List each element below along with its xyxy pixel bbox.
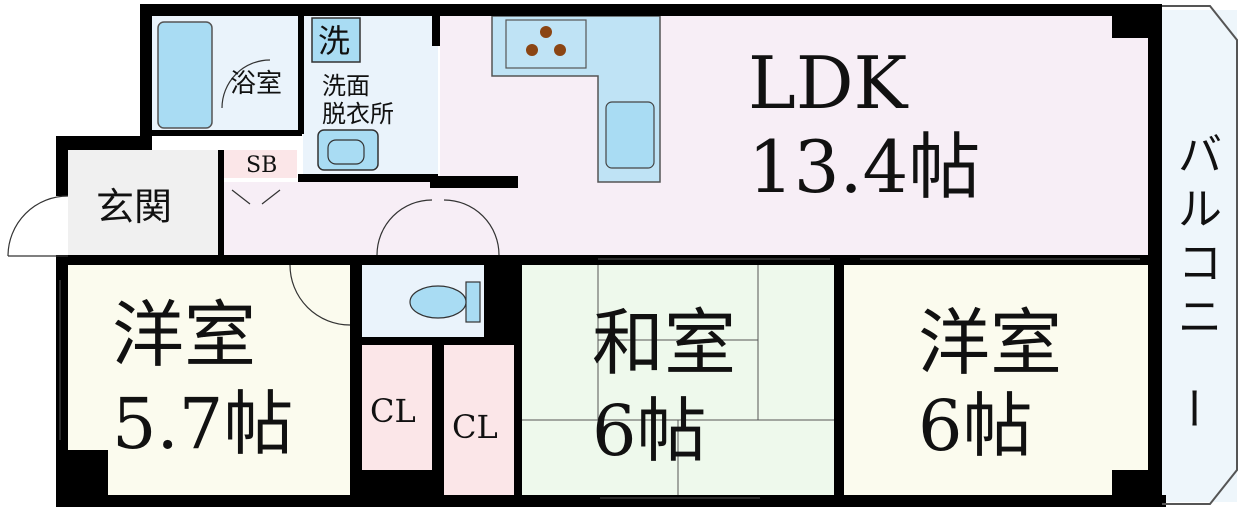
svg-text:バルコニー: バルコニー: [1167, 130, 1222, 430]
ldk-label: LDK: [748, 41, 909, 125]
entrance-label: 玄関: [96, 185, 172, 229]
closet-left-label: CL: [370, 392, 416, 430]
japanese-size: 6帖: [592, 390, 707, 472]
balcony-label-char: ニ: [1178, 292, 1222, 343]
closet-right-label: CL: [452, 408, 498, 446]
tatami-lines: [522, 265, 834, 495]
toilet-tank: [465, 281, 481, 323]
corridor-area: [222, 182, 442, 257]
balcony-label-char: ル: [1178, 184, 1222, 235]
western-left-label: 洋室: [112, 293, 256, 377]
balcony-outline: [1162, 5, 1238, 505]
balcony-label-char: バ: [1178, 130, 1222, 181]
western-right-size: 6帖: [918, 385, 1033, 467]
ldk-size: 13.4帖: [748, 125, 980, 209]
walls: [56, 4, 1166, 507]
closet-right-area: [444, 345, 514, 495]
burner-icon: [554, 44, 566, 56]
shoe-box-area: [222, 150, 297, 178]
washer-label: 洗: [318, 22, 350, 60]
bathroom-label: 浴室: [230, 69, 282, 99]
washroom-line2: 脱衣所: [322, 100, 394, 128]
balcony-label-char: コ: [1178, 238, 1222, 289]
balcony-label-char: ー: [1167, 386, 1218, 430]
shoe-box-label: SB: [246, 153, 277, 178]
balcony-area: [1162, 10, 1237, 502]
balcony-label: バルコニー: [1167, 130, 1222, 430]
washer-box: [311, 17, 361, 63]
western-right-label: 洋室: [918, 301, 1062, 385]
door-swings: [7, 59, 500, 326]
toilet-bowl: [409, 285, 467, 319]
burner-icon: [540, 26, 552, 38]
western-right-area: [844, 265, 1156, 495]
basin-inner: [327, 139, 365, 165]
bathtub: [157, 21, 213, 129]
washroom-line1: 洗面: [322, 72, 370, 100]
burner-icon: [526, 44, 538, 56]
western-left-area: [68, 265, 350, 495]
windows: [59, 258, 1140, 499]
western-left-size: 5.7帖: [112, 383, 293, 465]
japanese-label: 和室: [592, 301, 736, 385]
kitchen-sink: [605, 101, 655, 169]
closet-left-area: [362, 345, 432, 470]
entrance-area: [68, 150, 220, 255]
